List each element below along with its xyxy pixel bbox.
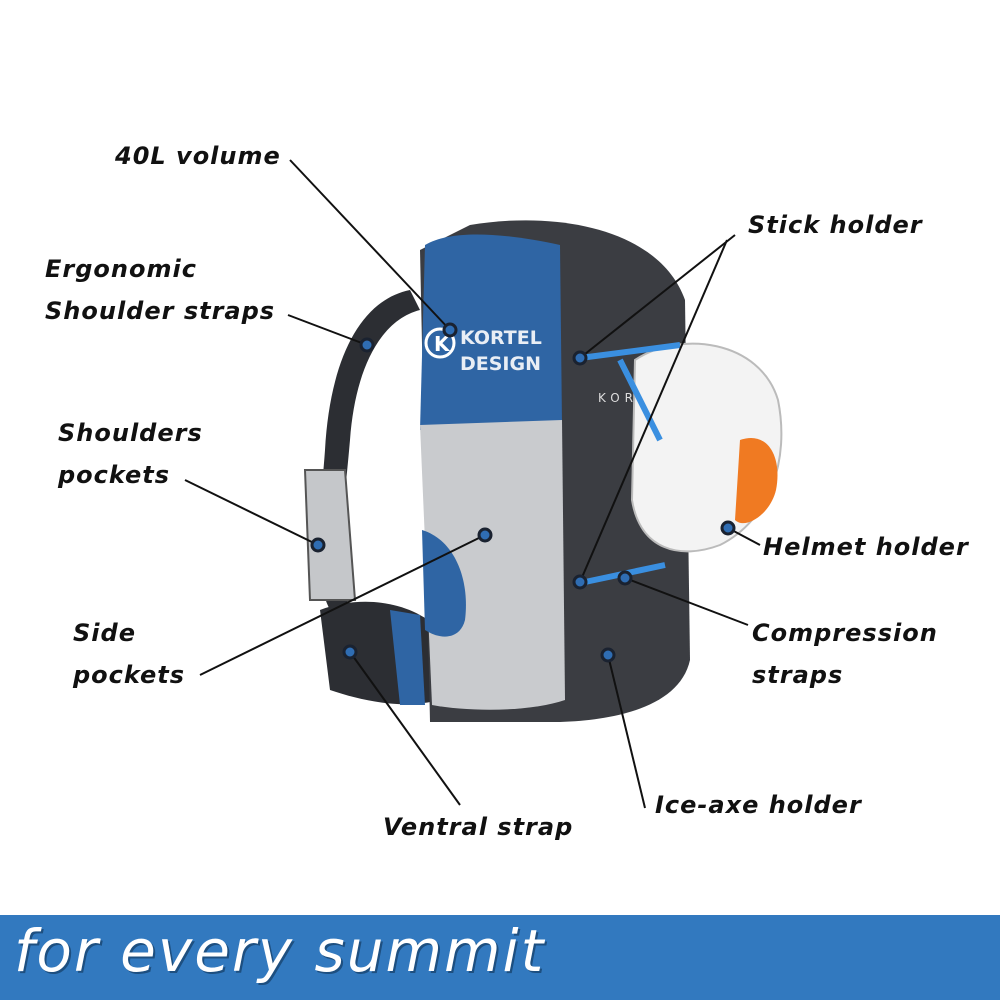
pack-front-blue — [420, 234, 562, 430]
side-pocket — [422, 530, 466, 637]
label-line: Shoulder straps — [45, 297, 276, 325]
brand-logo-k: K — [434, 332, 451, 356]
pack-front-gray — [420, 420, 565, 710]
callout-markers — [310, 322, 736, 663]
label-line: Side — [73, 619, 136, 647]
shoulder-strap — [318, 290, 420, 610]
label-line: pockets — [73, 661, 186, 689]
label-side-pockets: Side pockets — [73, 612, 185, 696]
label-line: pockets — [58, 461, 171, 489]
brand-logo-line1: KORTEL — [460, 327, 542, 349]
label-line: straps — [752, 661, 844, 689]
label-ice-axe-holder: Ice-axe holder — [655, 791, 862, 819]
brand-logo-icon — [424, 327, 456, 359]
brand-logo-line2: DESIGN — [460, 353, 541, 375]
leader-lines — [184, 159, 761, 809]
slogan-banner: for every summit — [0, 915, 1000, 1000]
label-stick-holder: Stick holder — [748, 211, 923, 239]
label-volume: 40L volume — [115, 142, 281, 170]
label-ventral-strap: Ventral strap — [383, 813, 574, 841]
marker-compression-straps — [617, 570, 633, 586]
label-compression-straps: Compression straps — [752, 612, 938, 696]
label-line: Compression — [752, 619, 938, 647]
marker-helmet-holder — [720, 520, 736, 536]
marker-ventral-strap — [342, 644, 358, 660]
helmet-orange-shell — [735, 438, 778, 524]
label-line: Ergonomic — [45, 255, 197, 283]
marker-ice-axe-holder — [600, 647, 616, 663]
marker-stick-holder-top — [572, 350, 588, 366]
marker-shoulder-straps — [359, 337, 375, 353]
label-line: Shoulders — [58, 419, 203, 447]
marker-shoulder-pockets — [310, 537, 326, 553]
shoulder-pocket — [303, 469, 357, 601]
hip-belt-blue — [390, 610, 425, 705]
marker-stick-holder-bottom — [572, 574, 588, 590]
brand-side-text: KOR — [598, 391, 638, 405]
label-shoulder-straps: Ergonomic Shoulder straps — [45, 248, 275, 332]
marker-volume — [442, 322, 458, 338]
slogan-text: for every summit — [14, 917, 546, 985]
label-helmet-holder: Helmet holder — [763, 533, 969, 561]
label-shoulder-pockets: Shoulders pockets — [58, 412, 203, 496]
marker-side-pockets — [477, 527, 493, 543]
